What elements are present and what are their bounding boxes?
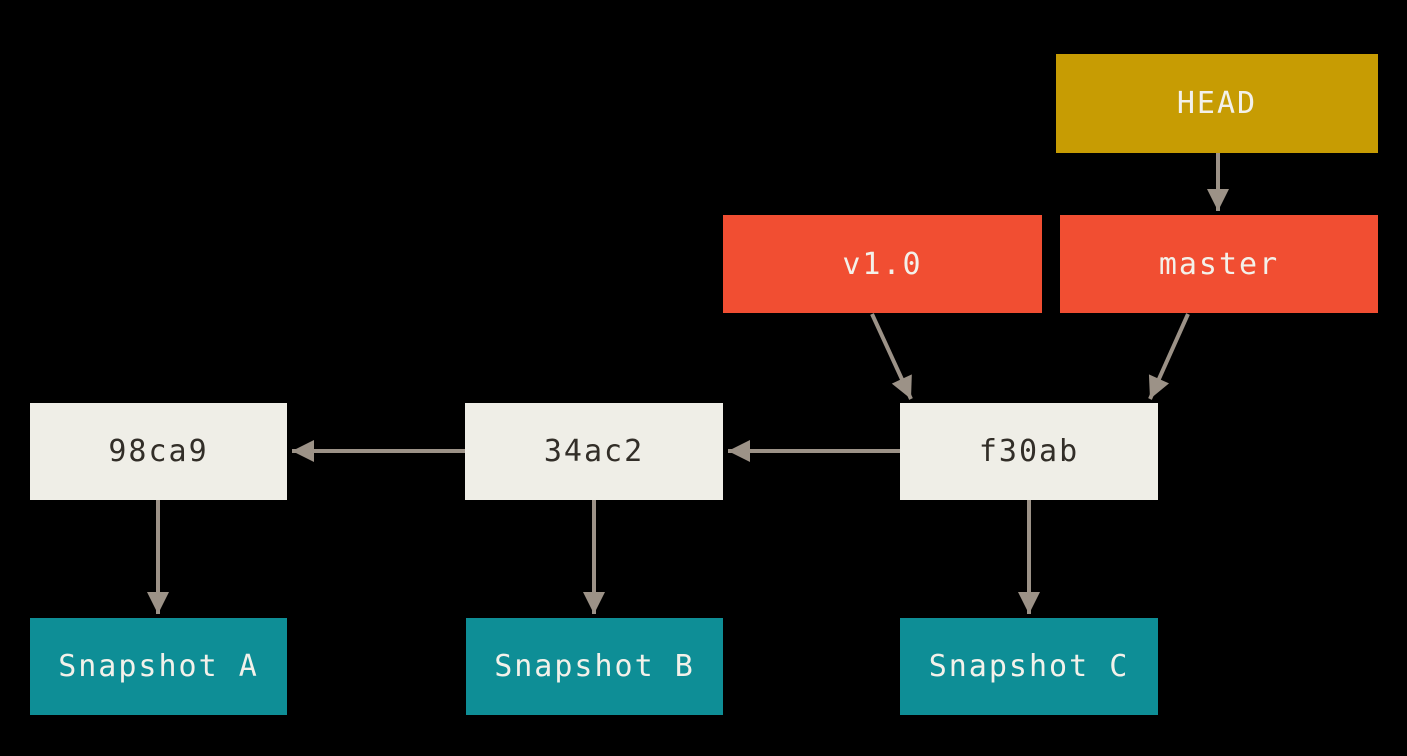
branch-master-label: master <box>1158 246 1280 282</box>
snapshot-c-label: Snapshot C <box>928 649 1130 684</box>
branch-master-node: master <box>1060 215 1378 313</box>
commit-98ca9-label: 98ca9 <box>108 434 209 469</box>
commit-f30ab-label: f30ab <box>978 434 1080 469</box>
snapshot-a-label: Snapshot A <box>58 649 259 684</box>
snapshot-a-node: Snapshot A <box>30 618 287 715</box>
tag-v1-node: v1.0 <box>723 215 1042 313</box>
snapshot-c-node: Snapshot C <box>900 618 1158 715</box>
arrow-v1-to-f30ab <box>870 313 913 400</box>
snapshot-b-node: Snapshot B <box>466 618 723 715</box>
commit-f30ab-node: f30ab <box>900 403 1158 500</box>
head-pointer-node: HEAD <box>1056 54 1378 153</box>
arrow-master-to-f30ab <box>1148 313 1190 400</box>
commit-98ca9-node: 98ca9 <box>30 403 287 500</box>
head-label: HEAD <box>1176 86 1258 121</box>
tag-v1-label: v1.0 <box>842 246 923 282</box>
commit-34ac2-label: 34ac2 <box>543 434 645 469</box>
commit-34ac2-node: 34ac2 <box>465 403 723 500</box>
snapshot-b-label: Snapshot B <box>494 649 695 684</box>
